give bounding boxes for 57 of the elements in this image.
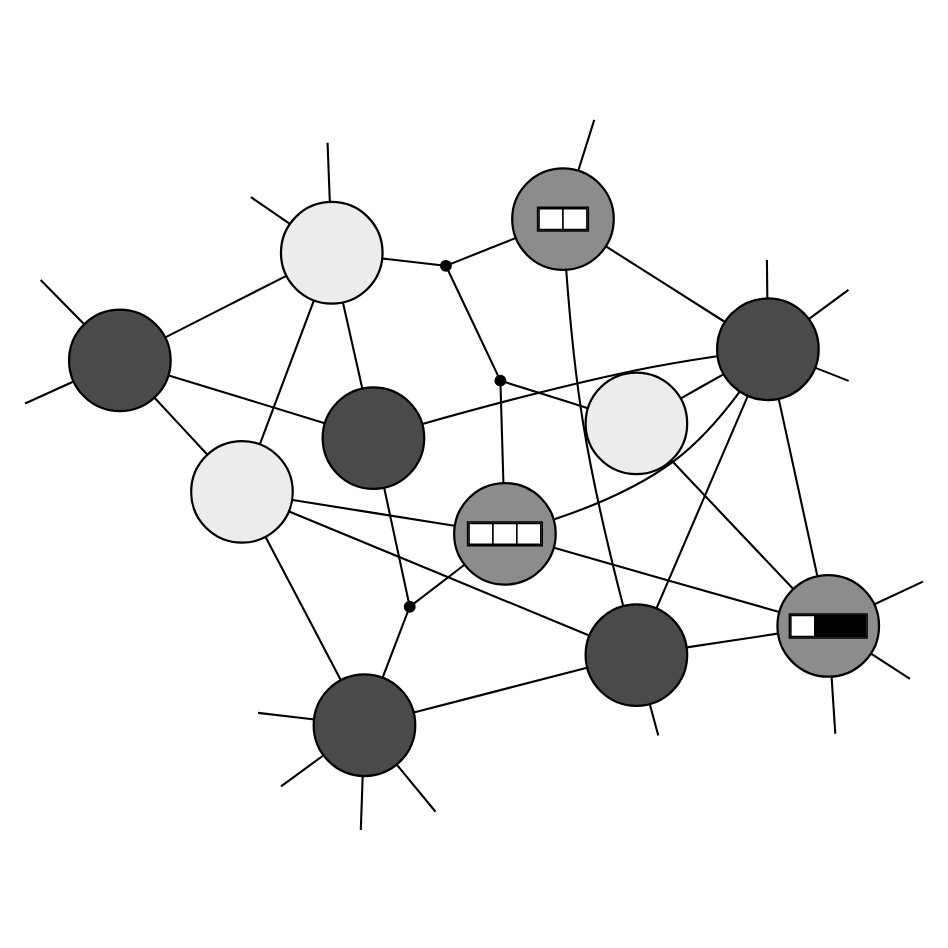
connector: [359, 775, 364, 830]
connector: [264, 535, 342, 680]
node-circle: [511, 166, 615, 271]
connector: [777, 398, 819, 576]
node-circle: [67, 307, 172, 412]
connector: [670, 458, 794, 589]
connector: [680, 372, 724, 399]
connector: [565, 269, 625, 605]
connector: [292, 497, 455, 526]
connector: [280, 753, 324, 787]
connector: [288, 509, 590, 636]
connector: [648, 703, 660, 735]
connector: [765, 258, 769, 298]
connector: [383, 486, 410, 601]
connector: [870, 651, 911, 679]
connector: [413, 563, 465, 604]
connector: [830, 675, 837, 733]
connector: [505, 380, 589, 409]
connector: [168, 373, 325, 424]
connector: [164, 273, 287, 338]
node-circle: [776, 573, 881, 677]
connector: [499, 384, 505, 482]
connector: [815, 365, 850, 381]
connector: [382, 256, 442, 266]
connector: [605, 244, 726, 322]
connector: [450, 236, 516, 264]
connector: [257, 710, 314, 720]
connector: [553, 390, 741, 520]
connector: [341, 301, 364, 388]
node-circle: [584, 602, 689, 706]
node-circle: [321, 385, 426, 489]
node-circle: [453, 480, 557, 585]
node-dot: [494, 373, 507, 386]
connector: [413, 665, 588, 713]
connector: [655, 394, 749, 608]
node-dot: [403, 599, 416, 612]
connector: [258, 299, 315, 444]
node-dot: [440, 258, 452, 271]
connector: [577, 118, 596, 170]
connector: [153, 396, 208, 455]
connector: [874, 579, 924, 605]
connector: [250, 195, 291, 224]
node-circle: [584, 370, 689, 475]
node-circle: [190, 439, 294, 543]
connector: [24, 379, 75, 404]
connector: [686, 631, 778, 648]
node-circle: [312, 672, 417, 777]
node-circle: [279, 199, 384, 304]
connector: [396, 763, 437, 812]
node-circle: [716, 296, 820, 401]
connector: [447, 269, 500, 376]
connector: [381, 610, 409, 678]
connector: [326, 141, 331, 201]
connector: [422, 354, 718, 424]
connector: [553, 545, 780, 612]
connector: [39, 278, 85, 324]
connector: [808, 288, 850, 319]
